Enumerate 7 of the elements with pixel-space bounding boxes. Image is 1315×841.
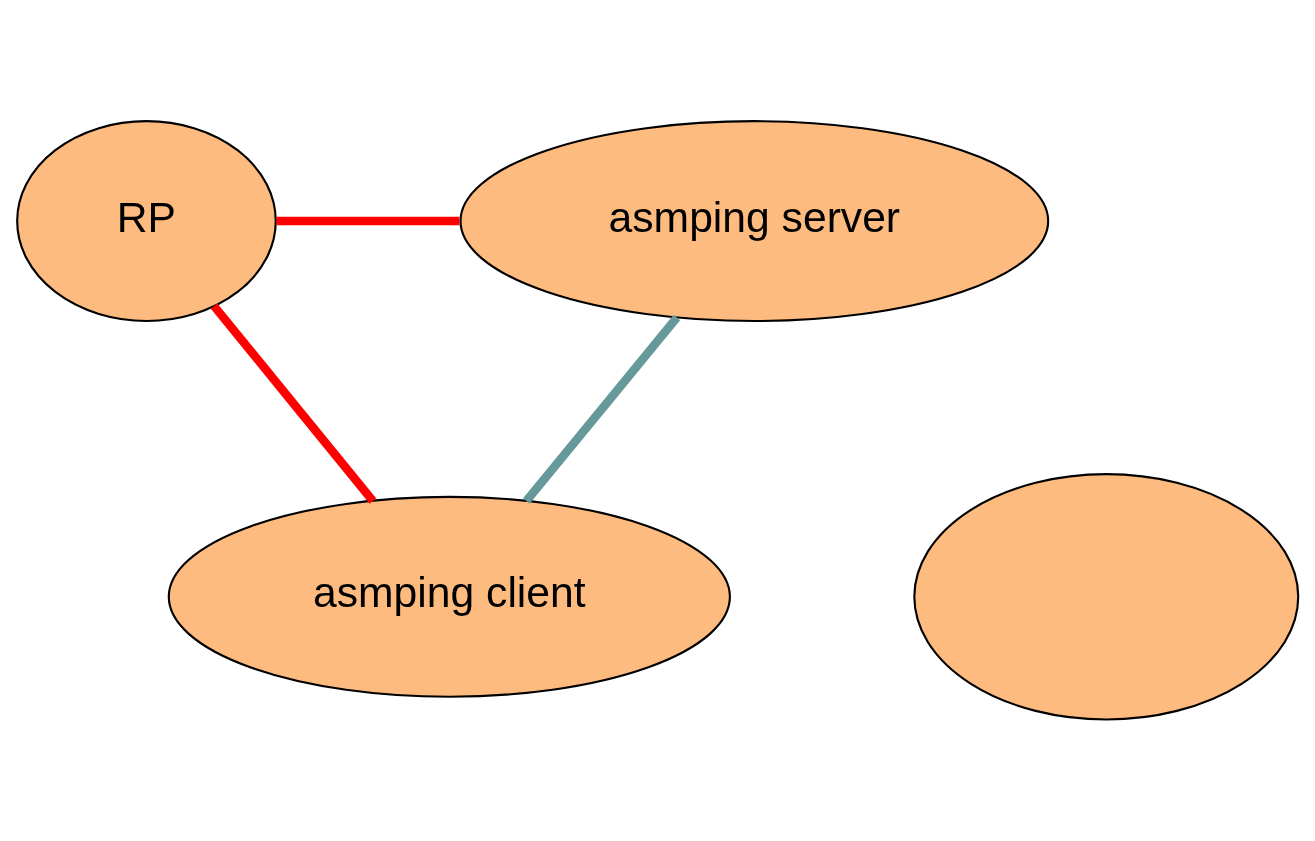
node-cloud (913, 473, 1300, 721)
node-ellipse: RP (16, 120, 277, 323)
node-ellipse: asmping client (167, 495, 731, 698)
connector (276, 216, 460, 226)
node-ellipse: asmping server (459, 120, 1050, 323)
connector (210, 303, 377, 504)
connector (523, 314, 681, 504)
